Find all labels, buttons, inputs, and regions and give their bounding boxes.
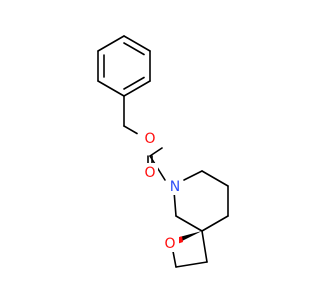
- bond-ring-3: [123, 80, 151, 97]
- bond-ring-right-spiro: [201, 215, 229, 232]
- structure-diagram: O O N O: [97, 35, 229, 268]
- carbonyl-oxygen-label: O: [144, 165, 155, 181]
- bond-n-ring-top: [183, 170, 203, 181]
- label-bg-ester-oxygen: [141, 129, 158, 147]
- bond-spiro-ch2: [175, 215, 203, 232]
- amide-nitrogen-label: N: [170, 179, 180, 195]
- ester-oxygen-label: O: [144, 131, 155, 147]
- bond-ring-1: [123, 35, 151, 52]
- bond-ring-top-right: [201, 170, 229, 187]
- bond-ring-inner-1: [123, 42, 145, 56]
- bonds: [97, 35, 229, 268]
- label-bg-carbonyl-oxygen: [141, 163, 158, 181]
- bond-spiro-oxetane-right: [201, 230, 208, 263]
- label-bg-oxetane-oxygen: [162, 234, 179, 252]
- label-bg-amide-nitrogen: [167, 177, 182, 195]
- bond-oxetane-bottom: [175, 261, 208, 268]
- oxetane-oxygen-label: O: [164, 236, 175, 252]
- atom-labels: O O N O: [141, 129, 182, 252]
- bond-ch2-n: [173, 190, 177, 217]
- benzene-ring: [97, 35, 151, 97]
- bond-ch2-oxygen: [123, 125, 138, 135]
- bond-oxygen-carbonyl: [149, 147, 163, 157]
- bond-ring-6: [97, 35, 125, 52]
- bond-ring-inner-2: [123, 76, 145, 90]
- bond-ring-4: [97, 80, 125, 97]
